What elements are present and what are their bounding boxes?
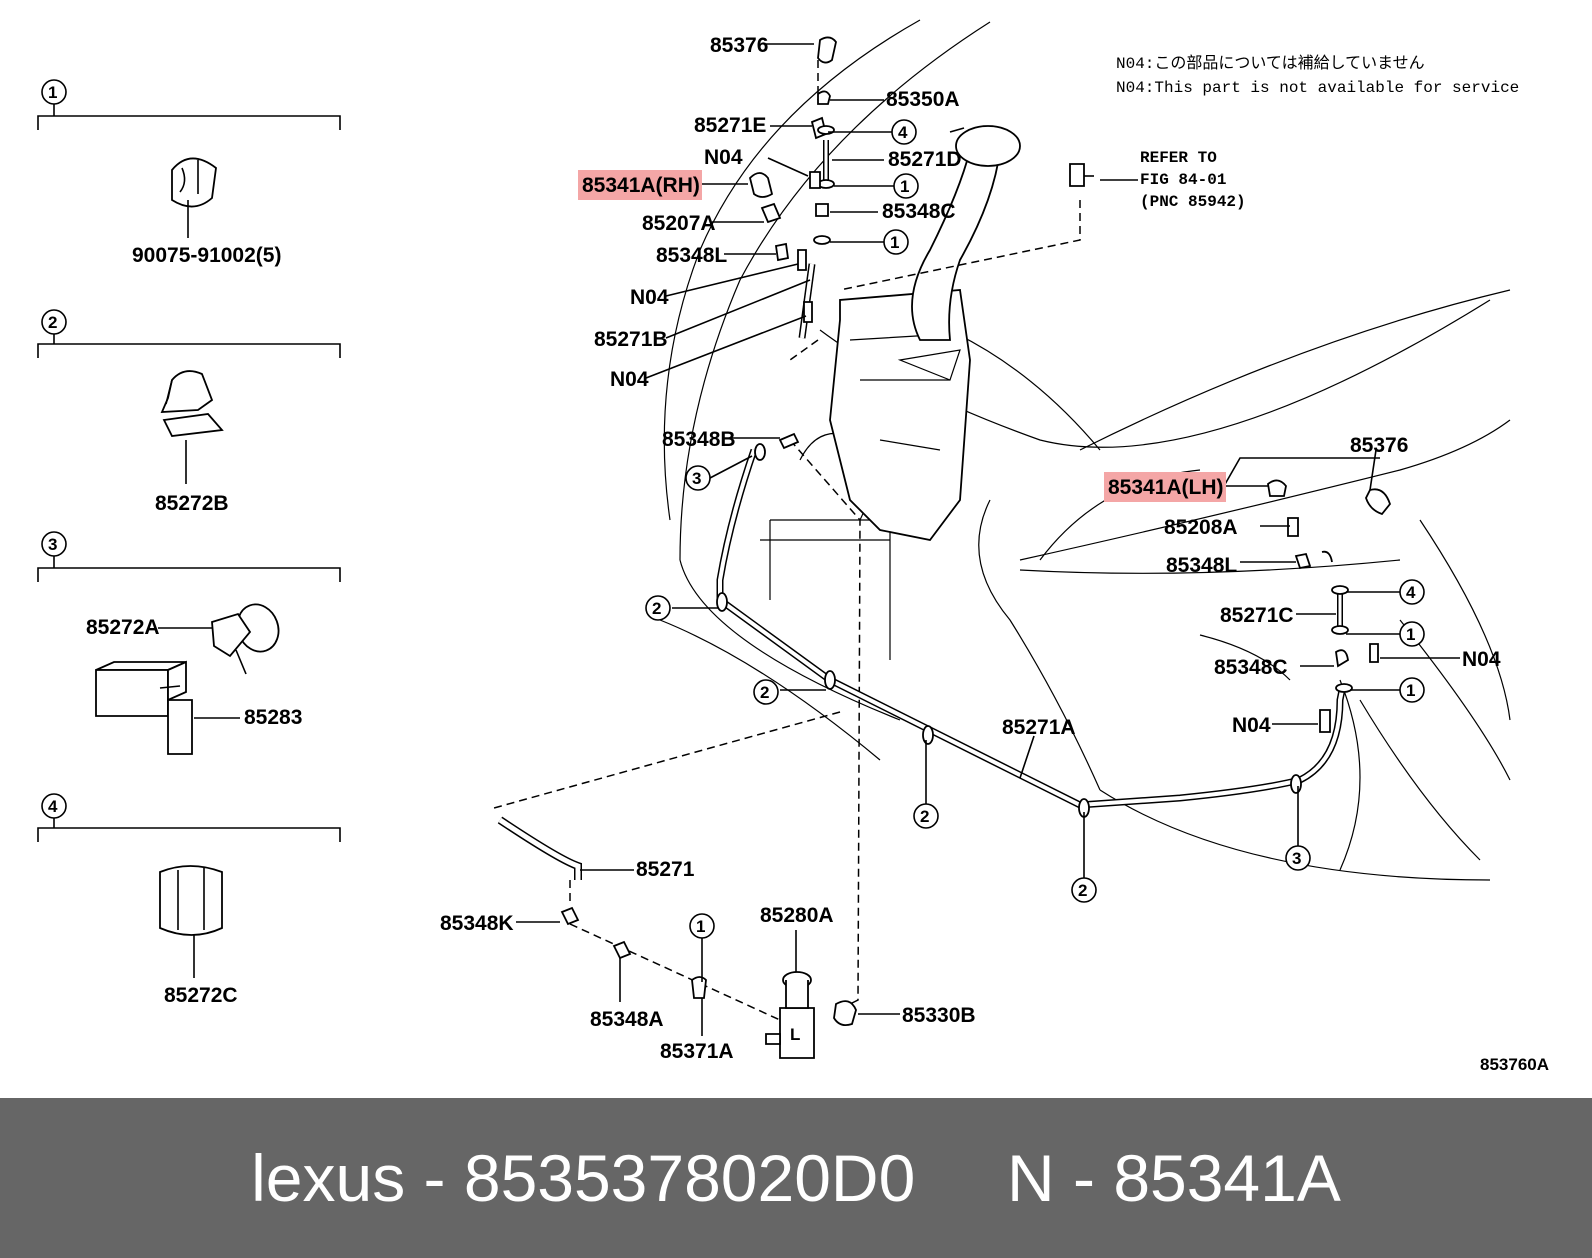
label-85348a: 85348A	[590, 1008, 664, 1031]
hose-clamp-icon	[211, 603, 280, 675]
washer-tank	[829, 125, 1021, 541]
label-85376-top: 85376	[710, 34, 768, 57]
refer-line-1: REFER TO	[1140, 149, 1217, 167]
footer-bar: lexus - 8535378020D0 N - 85341A	[0, 1098, 1592, 1258]
clamp-icon	[171, 157, 217, 208]
callout-1-d: 1	[1406, 681, 1415, 700]
figure-id: 853760A	[1480, 1055, 1549, 1074]
footer-n-label: N	[1006, 1141, 1055, 1215]
footer-sep-2: -	[1054, 1141, 1114, 1215]
footer-gap	[915, 1140, 1007, 1216]
label-85348c-top: 85348C	[882, 200, 956, 223]
label-85341a-lh: 85341A(LH)	[1108, 476, 1224, 499]
callout-4-right: 4	[1406, 583, 1416, 602]
legend-2-part: 85272B	[155, 492, 229, 515]
note-japanese: N04:この部品については補給していません	[1116, 54, 1425, 73]
part-labels: 85376 85350A 85271E N04 85271D 85341A(RH…	[440, 34, 1501, 1063]
legend-column: 1 90075-91002(5) 2 85272B 3 85272A	[37, 79, 341, 1007]
label-85271c: 85271C	[1220, 604, 1294, 627]
label-85348b: 85348B	[662, 428, 736, 451]
callout-4-top: 4	[898, 123, 908, 142]
callout-1-c: 1	[1406, 625, 1415, 644]
label-85271e: 85271E	[694, 114, 766, 137]
hoses	[497, 140, 1346, 880]
label-85348l-right: 85348L	[1166, 554, 1237, 577]
legend-3-part-a: 85272A	[86, 616, 160, 639]
notes: N04:この部品については補給していません N04:This part is n…	[1116, 54, 1549, 1074]
callout-3-left: 3	[692, 469, 701, 488]
callout-2-c: 2	[920, 807, 929, 826]
highlight-lh	[1104, 472, 1226, 502]
label-85271d: 85271D	[888, 148, 962, 171]
label-n04-a: N04	[704, 146, 743, 169]
parts-diagram: 1 90075-91002(5) 2 85272B 3 85272A	[37, 19, 1549, 1074]
legend-1-number: 1	[48, 83, 57, 102]
label-85376-right: 85376	[1350, 434, 1408, 457]
highlight-rh	[578, 170, 702, 200]
footer-code: 8535378020D0	[463, 1141, 916, 1215]
label-85371a: 85371A	[660, 1040, 734, 1063]
bracket-icon	[95, 660, 193, 755]
footer-part: 85341A	[1113, 1141, 1341, 1215]
callout-1-bottom: 1	[696, 917, 705, 936]
clip-icon	[160, 370, 224, 437]
small-parts	[560, 36, 1392, 1027]
leader-lines	[516, 43, 1460, 1036]
footer-brand: lexus	[251, 1141, 406, 1215]
legend-4-part: 85272C	[164, 984, 238, 1007]
label-n04-b: N04	[630, 286, 669, 309]
refer-line-3: (PNC 85942)	[1140, 193, 1246, 211]
label-85271: 85271	[636, 858, 695, 881]
note-english: N04:This part is not available for servi…	[1116, 79, 1519, 97]
legend-3-number: 3	[48, 535, 57, 554]
legend-2-number: 2	[48, 313, 57, 332]
legend-4-number: 4	[48, 797, 58, 816]
label-85271a: 85271A	[1002, 716, 1076, 739]
label-85207a: 85207A	[642, 212, 716, 235]
label-85271b: 85271B	[594, 328, 668, 351]
label-85208a: 85208A	[1164, 516, 1238, 539]
callout-3-right: 3	[1292, 849, 1301, 868]
refer-line-2: FIG 84-01	[1140, 171, 1226, 189]
callout-2-b: 2	[760, 683, 769, 702]
label-85350a: 85350A	[886, 88, 960, 111]
label-85280a: 85280A	[760, 904, 834, 927]
callout-1-b: 1	[890, 233, 899, 252]
callout-circles: 4 1 1 3 2 2 2 2 3 4 1 1 1	[645, 119, 1425, 939]
callout-1-a: 1	[900, 177, 909, 196]
callout-2-a: 2	[652, 599, 661, 618]
label-85341a-rh: 85341A(RH)	[582, 174, 700, 197]
label-85348c-right: 85348C	[1214, 656, 1288, 679]
label-85330b: 85330B	[902, 1004, 976, 1027]
label-85348k: 85348K	[440, 912, 514, 935]
label-85348l-top: 85348L	[656, 244, 727, 267]
callout-2-d: 2	[1078, 881, 1087, 900]
grommet-icon	[159, 865, 223, 936]
reference-dashes	[493, 60, 1081, 1021]
label-n04-e: N04	[1232, 714, 1271, 737]
label-n04-c: N04	[610, 368, 649, 391]
washer-pump: L	[765, 971, 815, 1059]
legend-1-part: 90075-91002(5)	[132, 244, 281, 267]
label-n04-d: N04	[1462, 648, 1501, 671]
footer-sep-1: -	[405, 1141, 464, 1215]
svg-text:L: L	[790, 1025, 800, 1044]
legend-3-part-b: 85283	[244, 706, 302, 729]
